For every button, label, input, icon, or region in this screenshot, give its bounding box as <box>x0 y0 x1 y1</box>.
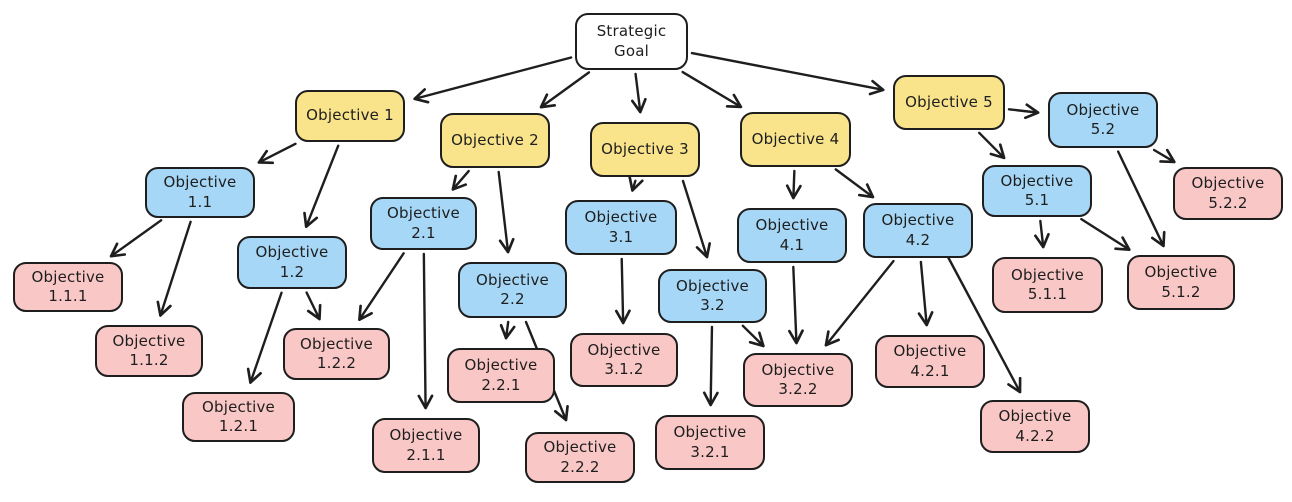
node-objective-1-2-1: Objective 1.2.1 <box>182 392 295 442</box>
node-objective-4-2-2: Objective 4.2.2 <box>980 400 1090 453</box>
node-objective-1-1-2: Objective 1.1.2 <box>95 325 203 377</box>
node-objective-4: Objective 4 <box>740 112 851 167</box>
node-objective-2-2: Objective 2.2 <box>458 262 567 318</box>
node-objective-5-1-2: Objective 5.1.2 <box>1127 255 1235 310</box>
node-objective-1-2: Objective 1.2 <box>237 236 347 289</box>
node-objective-3-2-2: Objective 3.2.2 <box>743 353 853 407</box>
node-objective-5-1-1: Objective 5.1.1 <box>992 257 1103 313</box>
node-objective-2: Objective 2 <box>440 113 550 168</box>
node-objective-3-2: Objective 3.2 <box>658 269 767 323</box>
node-objective-2-1: Objective 2.1 <box>370 197 477 250</box>
node-objective-2-2-1: Objective 2.2.1 <box>447 348 555 403</box>
node-objective-4-2: Objective 4.2 <box>863 203 973 258</box>
node-strategic-goal: Strategic Goal <box>575 13 688 70</box>
node-objective-5-2-2: Objective 5.2.2 <box>1173 167 1283 220</box>
node-objective-2-1-1: Objective 2.1.1 <box>372 418 480 473</box>
node-objective-3: Objective 3 <box>590 122 700 177</box>
node-objective-2-2-2: Objective 2.2.2 <box>525 432 635 483</box>
node-objective-1-2-2: Objective 1.2.2 <box>283 328 390 380</box>
node-objective-5: Objective 5 <box>893 75 1005 130</box>
node-objective-3-1: Objective 3.1 <box>565 200 677 255</box>
node-objective-1-1: Objective 1.1 <box>145 167 255 218</box>
node-objective-1: Objective 1 <box>295 90 405 142</box>
node-objective-4-2-1: Objective 4.2.1 <box>875 335 985 388</box>
node-objective-3-1-2: Objective 3.1.2 <box>570 333 678 387</box>
node-objective-4-1: Objective 4.1 <box>737 208 847 263</box>
node-objective-3-2-1: Objective 3.2.1 <box>655 415 765 470</box>
node-objective-1-1-1: Objective 1.1.1 <box>13 262 123 312</box>
node-objective-5-2: Objective 5.2 <box>1048 92 1158 148</box>
node-objective-5-1: Objective 5.1 <box>982 165 1092 217</box>
